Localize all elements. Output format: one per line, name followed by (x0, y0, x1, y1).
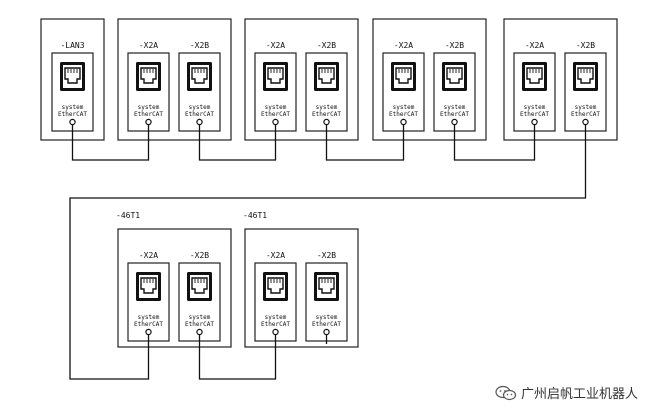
cable-line (198, 125, 277, 161)
cable-line (69, 125, 587, 380)
port-caption-ethercat: EtherCAT (134, 321, 163, 328)
port-pin (400, 118, 407, 126)
module-box: -46T1-X2AsystemEtherCAT-X2BsystemEtherCA… (116, 211, 232, 348)
cable-line (71, 125, 150, 161)
cable-line (198, 335, 277, 380)
cable-line (453, 125, 536, 161)
port-label: -X2B (576, 41, 595, 50)
port-label: -X2B (317, 251, 336, 260)
rj45-jack-icon (136, 62, 161, 91)
port-caption-system: system (316, 314, 338, 321)
port-pin (196, 328, 203, 336)
module-box: -46T1-X2AsystemEtherCAT-X2BsystemEtherCA… (243, 211, 359, 348)
port-pin (272, 328, 279, 336)
module-tag: -46T1 (116, 211, 140, 220)
rj45-jack-icon (442, 62, 467, 91)
port-label: -X2B (190, 41, 209, 50)
port-label: -LAN3 (60, 41, 84, 50)
port-caption-ethercat: EtherCAT (261, 321, 290, 328)
port-label: -X2A (525, 41, 544, 50)
port-caption-system: system (444, 104, 466, 111)
port-caption-ethercat: EtherCAT (185, 321, 214, 328)
port-caption-system: system (575, 104, 597, 111)
port-caption-system: system (524, 104, 546, 111)
port-pin (531, 118, 538, 126)
port-label: -X2A (139, 41, 158, 50)
port-pin (451, 118, 458, 126)
cable-wires (69, 125, 587, 380)
port-pin (323, 118, 330, 126)
port-pin (69, 118, 76, 126)
port-label: -X2A (266, 41, 285, 50)
port-caption-ethercat: EtherCAT (261, 111, 290, 118)
port-caption-ethercat: EtherCAT (389, 111, 418, 118)
port-caption-system: system (316, 104, 338, 111)
port-pin (582, 118, 589, 126)
rj45-jack-icon (263, 272, 288, 301)
port-caption-ethercat: EtherCAT (520, 111, 549, 118)
rj45-jack-icon (136, 272, 161, 301)
port-label: -X2A (266, 251, 285, 260)
port-label: -X2B (190, 251, 209, 260)
watermark: 广州启帆工业机器人 (495, 383, 638, 402)
rj45-jack-icon (187, 62, 212, 91)
port-pin (145, 118, 152, 126)
port-caption-system: system (138, 314, 160, 321)
rj45-jack-icon (314, 62, 339, 91)
wechat-icon (495, 385, 517, 400)
port-caption-system: system (265, 314, 287, 321)
module-tag: -46T1 (243, 211, 267, 220)
port-label: -X2B (317, 41, 336, 50)
rj45-jack-icon (60, 62, 85, 91)
rj45-jack-icon (187, 272, 212, 301)
port-caption-ethercat: EtherCAT (312, 321, 341, 328)
port-caption-system: system (138, 104, 160, 111)
port-caption-ethercat: EtherCAT (58, 111, 87, 118)
port-caption-system: system (62, 104, 84, 111)
modules-layer: -LAN3systemEtherCAT-X2AsystemEtherCAT-X2… (40, 18, 618, 348)
port-caption-system: system (265, 104, 287, 111)
port-caption-system: system (393, 104, 415, 111)
port-caption-ethercat: EtherCAT (571, 111, 600, 118)
port-caption-system: system (189, 314, 211, 321)
port-caption-ethercat: EtherCAT (312, 111, 341, 118)
port-pin (323, 328, 330, 336)
rj45-jack-icon (263, 62, 288, 91)
watermark-text: 广州启帆工业机器人 (520, 387, 638, 402)
port-caption-ethercat: EtherCAT (134, 111, 163, 118)
port-caption-ethercat: EtherCAT (440, 111, 469, 118)
rj45-jack-icon (522, 62, 547, 91)
port-caption-system: system (189, 104, 211, 111)
rj45-jack-icon (314, 272, 339, 301)
port-label: -X2B (445, 41, 464, 50)
rj45-jack-icon (573, 62, 598, 91)
rj45-jack-icon (391, 62, 416, 91)
cable-line (325, 125, 405, 161)
port-pin (145, 328, 152, 336)
port-pin (272, 118, 279, 126)
port-label: -X2A (139, 251, 158, 260)
port-pin (196, 118, 203, 126)
port-caption-ethercat: EtherCAT (185, 111, 214, 118)
port-label: -X2A (394, 41, 413, 50)
